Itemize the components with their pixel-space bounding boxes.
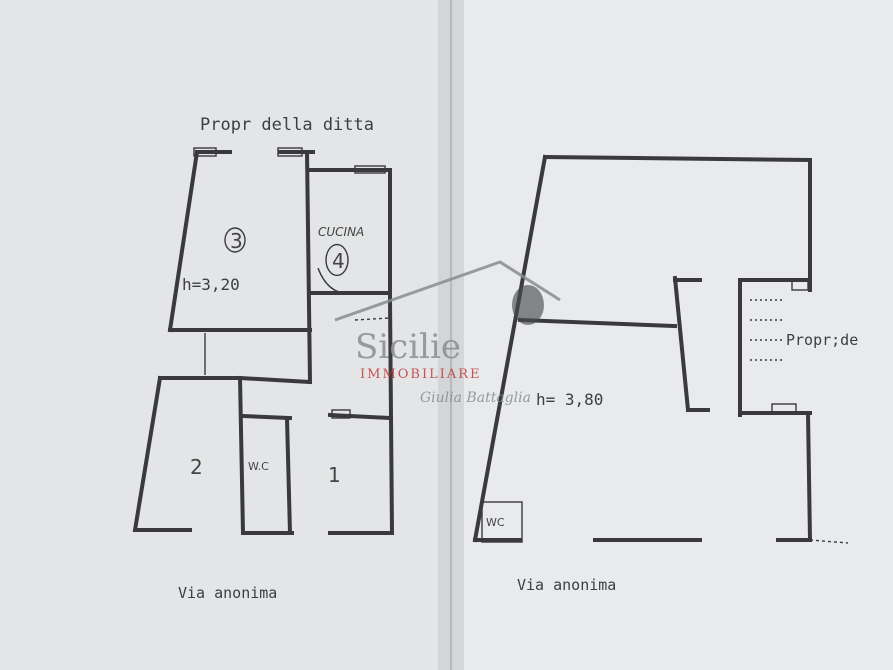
right-page	[455, 0, 893, 670]
left-page	[0, 0, 455, 670]
left-plan-walls	[132, 149, 395, 536]
watermark-logo-mark	[512, 285, 544, 325]
small-wc-label: W.C	[248, 460, 269, 473]
watermark-roof-shape	[334, 260, 561, 322]
room-mark-2: 4	[332, 249, 345, 273]
room-mark-1: 3	[230, 229, 243, 253]
left-plan-details	[193, 147, 391, 419]
right-plan-details	[481, 279, 849, 544]
left-height-label: h=3,20	[182, 275, 240, 294]
watermark-brand: Sicilie	[355, 327, 461, 367]
kitchen-label: CUCINA	[318, 225, 364, 239]
right-street-label: Via anonima	[517, 576, 616, 594]
watermark-signature: Giulia Battaglia	[420, 390, 531, 406]
watermark-tagline: IMMOBILIARE	[360, 367, 482, 382]
right-height-label: h= 3,80	[536, 390, 603, 409]
watermark: Sicilie IMMOBILIARE Giulia Battaglia	[334, 260, 561, 406]
left-street-label: Via anonima	[178, 584, 277, 602]
right-side-label: Propr;de	[786, 331, 858, 349]
room-mark-3: 2	[190, 455, 203, 479]
room-mark-4: 1	[328, 463, 341, 487]
right-wc-label: WC	[486, 516, 505, 529]
left-top-label: Propr della ditta	[200, 115, 374, 135]
right-plan-walls	[472, 154, 813, 543]
